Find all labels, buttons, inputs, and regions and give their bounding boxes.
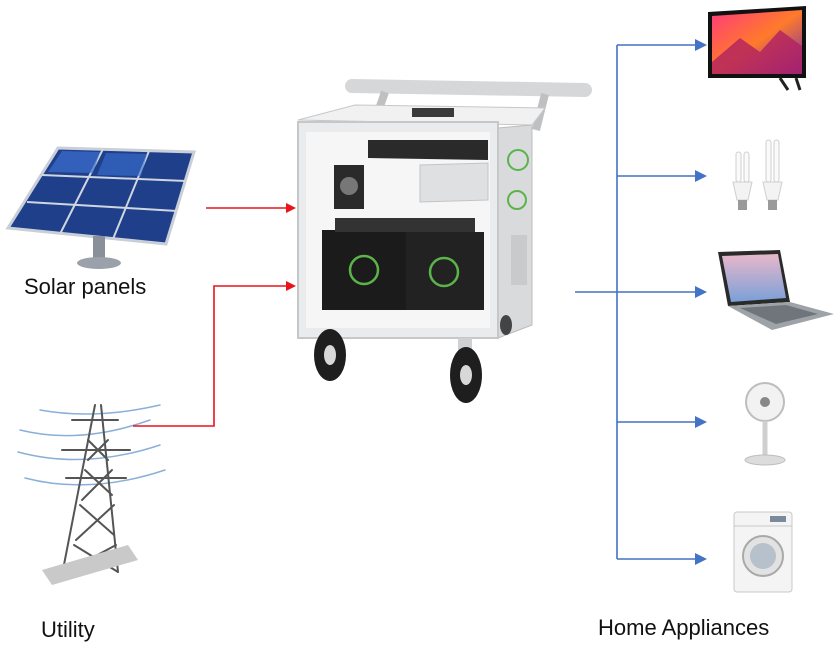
output-arrows <box>575 39 707 565</box>
solar-panel-icon <box>5 146 197 269</box>
fan-icon <box>744 382 786 466</box>
home-appliances-label: Home Appliances <box>598 615 770 640</box>
laptop-icon <box>718 250 834 330</box>
solar-panels-label: Solar panels <box>24 274 147 299</box>
tv-icon <box>708 6 806 91</box>
utility-to-station-arrow <box>133 281 296 427</box>
utility-label: Utility <box>41 617 95 642</box>
input-arrows <box>133 203 296 427</box>
washer-icon <box>733 511 793 593</box>
bulbs-icon <box>732 139 783 210</box>
power-tower-icon <box>17 404 166 585</box>
battery-cart-icon <box>297 79 592 403</box>
